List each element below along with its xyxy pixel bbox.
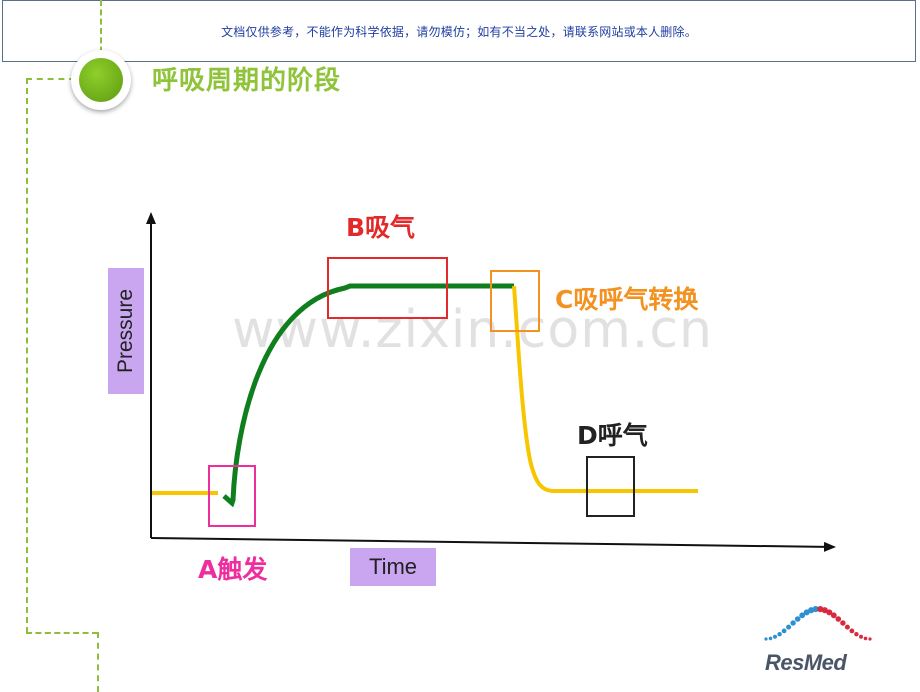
x-axis-label-box: Time: [350, 548, 436, 586]
logo-dot: [830, 612, 837, 619]
y-axis-label-box: Pressure: [108, 268, 144, 394]
notice-text: 文档仅供参考，不能作为科学依据，请勿模仿；如有不当之处，请联系网站或本人删除。: [221, 25, 697, 39]
slide-title: 呼吸周期的阶段: [152, 66, 342, 96]
phase-label-cycling: C吸呼气转换: [555, 285, 699, 314]
phase-label-expiration: D呼气: [577, 421, 648, 450]
y-axis-label: Pressure: [114, 288, 137, 374]
logo-dot: [799, 612, 806, 619]
logo-dot: [821, 607, 828, 614]
expiration-curve: [512, 285, 698, 493]
logo-dot: [835, 616, 842, 622]
logo-dot: [777, 632, 782, 637]
logo-dot: [840, 620, 846, 626]
dashed-border-line: [26, 632, 98, 634]
logo-dot: [790, 620, 796, 626]
logo-dot: [781, 628, 787, 634]
logo-dot: [868, 637, 872, 641]
phase-box-c: [490, 270, 540, 332]
phase-label-trigger: A触发: [198, 555, 268, 584]
logo-dot: [863, 636, 868, 641]
title-bullet-circle-icon: [71, 50, 131, 110]
logo-dot: [826, 609, 833, 616]
logo-dot: [844, 624, 850, 630]
dashed-border-line: [100, 0, 102, 62]
x-axis-label: Time: [368, 554, 418, 579]
logo-dot: [854, 632, 859, 637]
resmed-wave-icon: [764, 606, 872, 641]
logo-dot: [764, 637, 768, 641]
logo-dot: [786, 624, 792, 630]
watermark: www.zixin.com.cn: [232, 300, 713, 360]
dashed-border-line: [26, 78, 28, 633]
phase-box-d: [586, 456, 635, 517]
phase-label-inspiration: B吸气: [346, 213, 416, 242]
logo-dot: [794, 616, 801, 622]
inspiration-curve: [222, 283, 514, 508]
logo-dot: [849, 628, 855, 634]
phase-box-b: [327, 257, 448, 319]
logo-dot: [859, 634, 863, 639]
brand-name: ResMed: [765, 650, 847, 675]
notice-banner: 文档仅供参考，不能作为科学依据，请勿模仿；如有不当之处，请联系网站或本人删除。: [2, 0, 916, 62]
resmed-logo: ResMed: [760, 600, 875, 680]
dashed-border-line: [97, 632, 99, 692]
logo-dot: [773, 634, 777, 639]
green-dot-icon: [79, 58, 123, 102]
x-axis-line: [150, 537, 836, 552]
dashed-border-line: [26, 78, 86, 80]
logo-dot: [812, 606, 819, 613]
phase-box-a: [208, 465, 256, 527]
logo-dot: [768, 636, 773, 641]
